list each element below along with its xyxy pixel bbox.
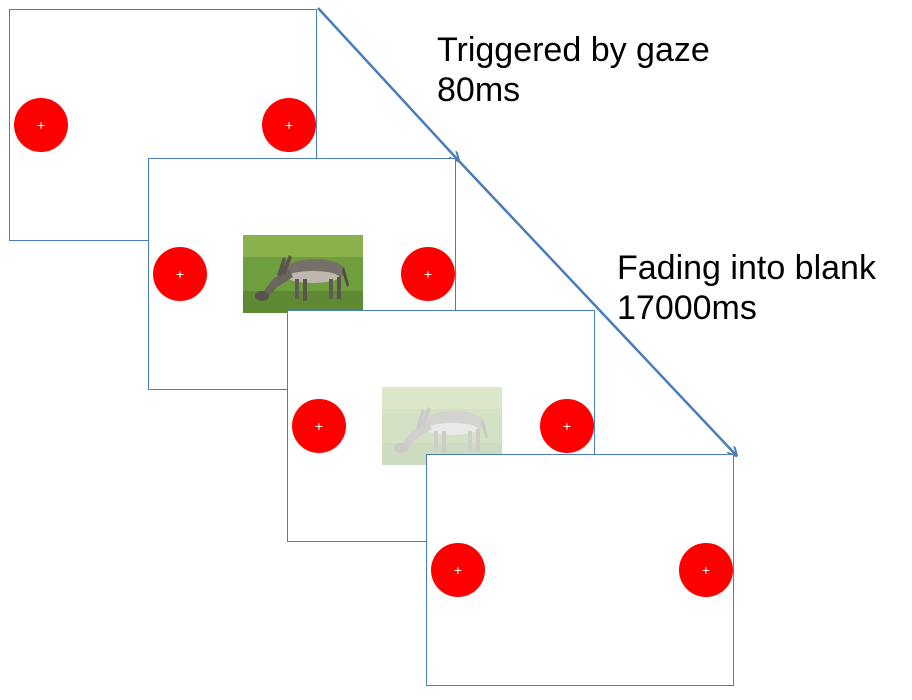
left-fixation-marker: + [153,247,207,301]
trigger-duration: 80ms [437,71,521,109]
right-fixation-marker: + [540,399,594,453]
right-fixation-marker: + [262,98,316,152]
blank-screen: + + [426,454,734,686]
arrow-to-second-screen [317,7,458,160]
fade-title: Fading into blank [617,249,876,287]
left-fixation-marker: + [14,98,68,152]
trigger-label: Triggered by gaze 80ms [437,30,710,110]
left-fixation-marker: + [431,543,485,597]
left-fixation-marker: + [292,399,346,453]
fade-duration: 17000ms [617,289,757,327]
donkey-icon [243,235,363,313]
right-fixation-marker: + [679,543,733,597]
trigger-title: Triggered by gaze [437,31,710,69]
right-fixation-marker: + [401,247,455,301]
fade-label: Fading into blank 17000ms [617,248,876,328]
faded-donkey-icon [382,387,502,465]
arrow-to-last-screen [457,159,736,455]
